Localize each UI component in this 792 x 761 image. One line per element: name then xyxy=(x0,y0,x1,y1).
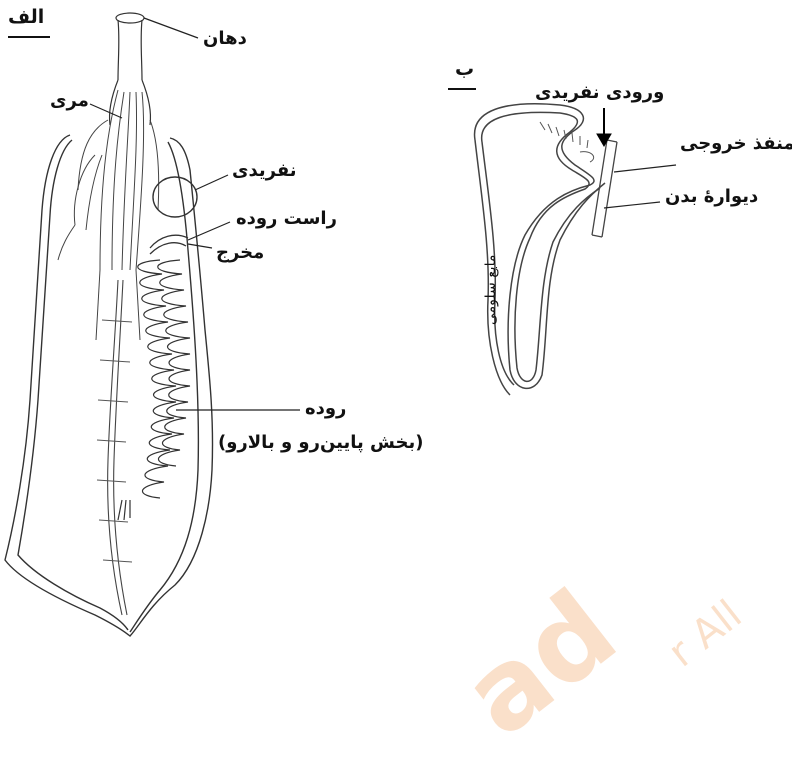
leader-exit xyxy=(614,165,676,172)
nephridium-b-outline xyxy=(475,104,605,395)
label-exit-pore: منفذ خروجی xyxy=(680,135,792,153)
diagram-canvas: الف دهان مری نفریدی راست روده مخرج روده … xyxy=(0,0,792,639)
leader-anus xyxy=(188,244,212,248)
intestine-coil xyxy=(118,260,190,520)
label-intestine: روده xyxy=(305,400,346,418)
nephrostome-cilia xyxy=(540,122,594,162)
panel-b-underline xyxy=(448,88,476,90)
leader-lines xyxy=(90,18,676,410)
label-body-wall: دیوارهٔ بدن xyxy=(665,188,758,206)
label-esophagus: مری xyxy=(50,92,89,110)
label-rectum: راست روده xyxy=(236,210,337,228)
leader-rectum xyxy=(188,222,230,240)
panel-b-label: ب xyxy=(455,60,474,79)
nerve-cord xyxy=(108,280,127,615)
mouth-tube xyxy=(109,13,150,125)
label-nephridium: نفریدی xyxy=(232,162,297,180)
leader-mouth xyxy=(144,18,198,38)
panel-a-label: الف xyxy=(8,8,44,27)
anatomy-drawing xyxy=(0,0,792,639)
leader-esophagus xyxy=(90,104,122,118)
leader-wall xyxy=(604,202,660,208)
label-mouth: دهان xyxy=(203,30,247,48)
body-wall-b xyxy=(592,140,617,237)
label-nephridium-inlet: ورودی نفریدی xyxy=(535,84,664,102)
panel-a-underline xyxy=(8,36,50,38)
nephridium-shape xyxy=(153,177,197,217)
label-intestine-note: (بخش پایین‌رو و بالارو) xyxy=(218,434,423,452)
label-coelomic-fluid: مایع سلومی xyxy=(484,255,498,325)
leader-nephridium xyxy=(195,175,228,190)
label-anus: مخرج xyxy=(216,244,264,262)
nerve-ganglia xyxy=(97,320,132,562)
rectum-shape xyxy=(150,235,188,254)
